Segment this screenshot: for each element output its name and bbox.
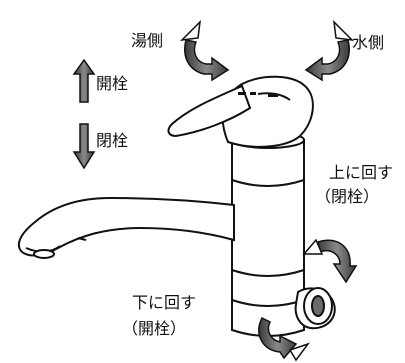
lever-open-label: 開栓 — [96, 74, 129, 93]
faucet-lever — [167, 75, 314, 148]
hot-side-label: 湯側 — [131, 31, 164, 50]
faucet-body — [231, 131, 305, 337]
lever-up-arrow — [72, 58, 96, 103]
lever-close-label: 閉栓 — [96, 131, 129, 150]
valve-down-action-label: 下に回す — [132, 293, 197, 312]
valve-up-state-label: （閉栓） — [315, 187, 380, 206]
cold-side-rotate-arrow — [304, 19, 355, 82]
valve-down-state-label: （開栓） — [122, 319, 187, 338]
valve-up-action-label: 上に回す — [329, 163, 394, 182]
hot-side-rotate-arrow — [179, 19, 230, 82]
lever-down-arrow — [72, 123, 96, 170]
faucet-spout — [17, 196, 235, 259]
valve-up-rotate-arrow — [302, 238, 358, 284]
valve-down-rotate-arrow — [258, 316, 311, 362]
cold-side-label: 水側 — [352, 33, 385, 52]
valve-knob — [294, 287, 336, 330]
